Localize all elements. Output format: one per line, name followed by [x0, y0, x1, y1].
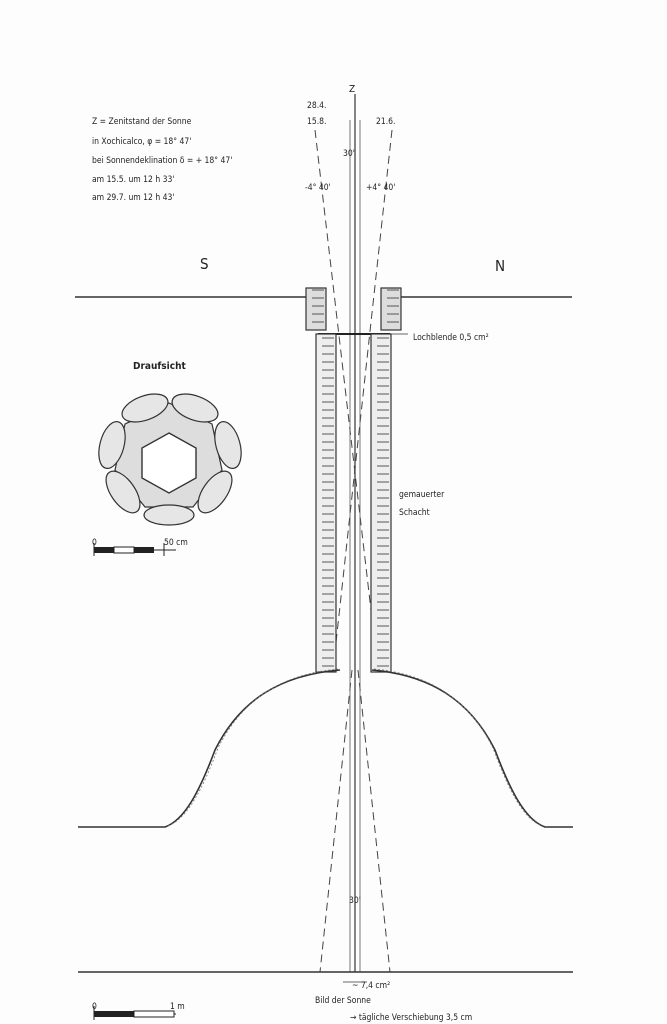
date-right: 21.6. — [376, 117, 395, 127]
ray-lower-right — [357, 669, 391, 973]
plan-scale-end: 50 cm — [164, 538, 188, 548]
daily-shift-label: → tägliche Verschiebung 3,5 cm — [350, 1013, 472, 1023]
legend-line-2: in Xochicalco, φ = 18° 47' — [92, 137, 191, 147]
plan-scale-bar — [93, 543, 176, 556]
legend-line-3: bei Sonnendeklination δ = + 18° 47' — [92, 156, 232, 166]
ray-lower-left — [319, 669, 353, 973]
shaft-collar-right — [380, 287, 402, 331]
direction-south: S — [200, 255, 209, 273]
zenith-angle-top: 30' — [343, 149, 355, 159]
zenith-angle-bottom: 30' — [349, 896, 361, 906]
image-size-label: ~ 7,4 cm² — [352, 981, 390, 991]
main-scale-start: 0 — [92, 1002, 97, 1012]
aperture-label: Lochblende 0,5 cm² — [413, 333, 489, 343]
shaft-label-2: Schacht — [399, 508, 430, 518]
plan-view-title: Draufsicht — [133, 361, 186, 372]
plan-view — [98, 393, 242, 526]
zenith-label: Z — [349, 84, 355, 95]
shaft-collar-left — [305, 287, 327, 331]
mound-outline — [78, 669, 573, 828]
plan-hexagon-opening — [141, 432, 197, 494]
main-scale-end: 1 m — [170, 1002, 185, 1012]
shaft-label-1: gemauerter — [399, 490, 445, 500]
direction-north: N — [495, 257, 505, 275]
plan-stones — [98, 393, 242, 526]
date-left-a: 28.4. — [307, 101, 326, 111]
legend-line-1: Z = Zenitstand der Sonne — [92, 117, 192, 127]
main-scale-bar — [93, 1006, 176, 1020]
date-left-b: 15.8. — [307, 117, 326, 127]
shaft-wall-left — [315, 333, 337, 673]
image-of-sun-label: Bild der Sonne — [315, 996, 371, 1006]
legend-line-5: am 29.7. um 12 h 43' — [92, 193, 174, 203]
shaft-brickwork — [312, 289, 399, 667]
plan-scale-start: 0 — [92, 538, 97, 548]
angle-right: +4° 40' — [366, 183, 395, 193]
shaft-wall-right — [370, 333, 392, 673]
mound-texture — [167, 668, 543, 827]
angle-left: -4° 40' — [305, 183, 331, 193]
legend-line-4: am 15.5. um 12 h 33' — [92, 175, 174, 185]
